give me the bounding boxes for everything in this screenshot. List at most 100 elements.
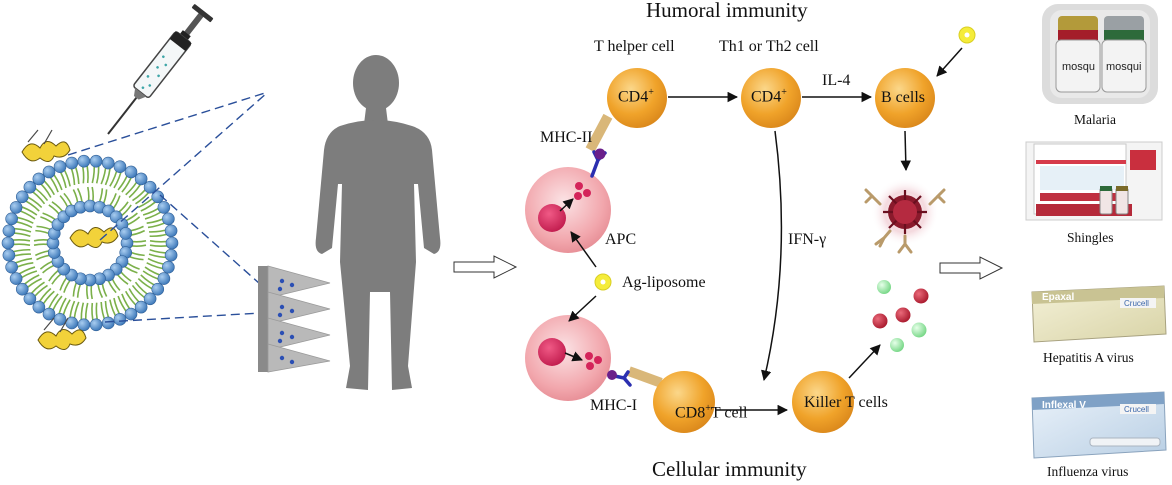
shingles-label: Shingles bbox=[1067, 230, 1114, 245]
lipid-head bbox=[101, 156, 115, 170]
lipid-head bbox=[113, 160, 127, 173]
process-arrow-1 bbox=[453, 255, 518, 279]
lipid-head bbox=[157, 201, 171, 214]
apc-cell-top bbox=[525, 167, 611, 253]
lipid-head bbox=[151, 190, 165, 204]
b-cells-label: B cells bbox=[881, 89, 925, 106]
influenza-label: Influenza virus bbox=[1047, 464, 1129, 479]
lipid-head bbox=[42, 165, 56, 179]
cd4-t-helper-cell bbox=[607, 68, 667, 128]
lipid-head bbox=[124, 165, 138, 179]
th1-th2-cell-label: Th1 or Th2 cell bbox=[719, 38, 819, 55]
mhc2-label: MHC-II bbox=[540, 129, 593, 146]
ifn-gamma-label: IFN-γ bbox=[788, 231, 827, 248]
lipid-head bbox=[1, 236, 15, 250]
mhc2-receptor bbox=[590, 148, 607, 178]
cd4-th1-th2-cell bbox=[741, 68, 801, 128]
killed-cells-cluster bbox=[872, 280, 929, 352]
antigen-protein-core bbox=[69, 227, 119, 248]
t-helper-cell-label: T helper cell bbox=[594, 38, 675, 55]
lipid-head bbox=[162, 260, 175, 274]
ag-liposome-particle bbox=[594, 273, 612, 291]
mhc1-stalk bbox=[627, 366, 663, 388]
lipid-head bbox=[77, 318, 91, 332]
antigen-protein-bottom bbox=[37, 317, 87, 350]
apc-cell-bottom bbox=[525, 315, 611, 401]
lipid-head bbox=[134, 172, 148, 186]
lipid-head bbox=[65, 156, 79, 170]
lipid-head bbox=[32, 172, 46, 186]
vaccine-image-hepatitis-a: Epaxal Crucell bbox=[1031, 285, 1167, 343]
lipid-head bbox=[89, 154, 103, 168]
svg-text:Epaxal: Epaxal bbox=[1042, 292, 1074, 303]
antigen-particle bbox=[958, 26, 976, 44]
vaccine-image-malaria: mosqu mosqui bbox=[1042, 4, 1158, 104]
lipid-head bbox=[89, 318, 103, 332]
killer-t-cells-label: Killer T cells bbox=[804, 394, 888, 411]
il4-label: IL-4 bbox=[822, 72, 851, 89]
lipid-head bbox=[165, 236, 179, 250]
lipid-head bbox=[2, 224, 16, 238]
lipid-head bbox=[119, 227, 133, 240]
virus-antibody-complex bbox=[864, 178, 946, 254]
vaccine-image-influenza: Inflexal V Crucell bbox=[1031, 391, 1167, 459]
mhc2-stalk bbox=[585, 113, 613, 153]
lipid-head bbox=[151, 282, 165, 296]
microneedle-patch bbox=[258, 265, 331, 373]
arrow-bcell-to-antibody bbox=[900, 130, 912, 172]
lipid-head bbox=[2, 248, 16, 262]
svg-text:Crucell: Crucell bbox=[1124, 299, 1149, 308]
lipid-head bbox=[143, 292, 157, 306]
lipid-head bbox=[124, 307, 138, 321]
process-arrow-2 bbox=[939, 256, 1004, 280]
lipid-head bbox=[9, 201, 23, 214]
lipid-head bbox=[157, 272, 171, 285]
apc-label: APC bbox=[605, 231, 637, 248]
human-body-silhouette bbox=[315, 55, 441, 390]
mhc1-receptor bbox=[607, 370, 632, 387]
cd4-label-1: CD4+ bbox=[618, 87, 654, 106]
lipid-head bbox=[143, 180, 157, 194]
lipid-head bbox=[15, 282, 29, 296]
killer-t-cell bbox=[792, 371, 854, 433]
lipid-head bbox=[164, 224, 178, 238]
svg-text:Inflexal V: Inflexal V bbox=[1042, 400, 1086, 411]
hepatitis-a-label: Hepatitis A virus bbox=[1043, 350, 1134, 365]
liposome bbox=[1, 154, 179, 332]
lipid-head bbox=[53, 160, 67, 173]
syringe-icon bbox=[107, 4, 214, 135]
antigen-protein-top bbox=[21, 129, 71, 162]
svg-text:Crucell: Crucell bbox=[1124, 405, 1149, 414]
lipid-head bbox=[113, 313, 127, 326]
vaccine-image-shingles bbox=[1025, 141, 1163, 221]
lipid-head bbox=[42, 307, 56, 321]
arrow-antigen-to-bcell bbox=[936, 47, 963, 77]
lipid-head bbox=[9, 272, 23, 285]
cellular-immunity-title: Cellular immunity bbox=[652, 457, 807, 481]
lipid-head bbox=[23, 292, 37, 306]
svg-text:mosqu: mosqu bbox=[1062, 61, 1095, 73]
arrow-ifn bbox=[761, 130, 783, 382]
lipid-head bbox=[77, 154, 91, 168]
lipid-head bbox=[53, 313, 67, 326]
cd4-label-2: CD4+ bbox=[751, 87, 787, 106]
lipid-head bbox=[162, 212, 175, 226]
arrow-liposome-to-apc-bottom bbox=[568, 295, 597, 322]
lipid-head bbox=[23, 180, 37, 194]
arrow-killer-to-cells bbox=[848, 344, 881, 379]
lipid-head bbox=[32, 300, 46, 314]
malaria-label: Malaria bbox=[1074, 112, 1116, 127]
cd8-t-cell-label: CD8+T cell bbox=[675, 403, 748, 422]
lipid-head bbox=[5, 260, 18, 274]
b-cell bbox=[875, 68, 935, 128]
lipid-head bbox=[15, 190, 29, 204]
svg-text:mosqui: mosqui bbox=[1106, 61, 1141, 73]
lipid-head bbox=[101, 316, 115, 330]
arrow-liposome-to-apc-top bbox=[570, 231, 597, 268]
humoral-immunity-title: Humoral immunity bbox=[646, 0, 808, 22]
lipid-head bbox=[164, 248, 178, 262]
cd8-t-cell bbox=[653, 371, 715, 433]
lipid-head bbox=[5, 212, 18, 226]
mhc1-label: MHC-I bbox=[590, 397, 638, 414]
